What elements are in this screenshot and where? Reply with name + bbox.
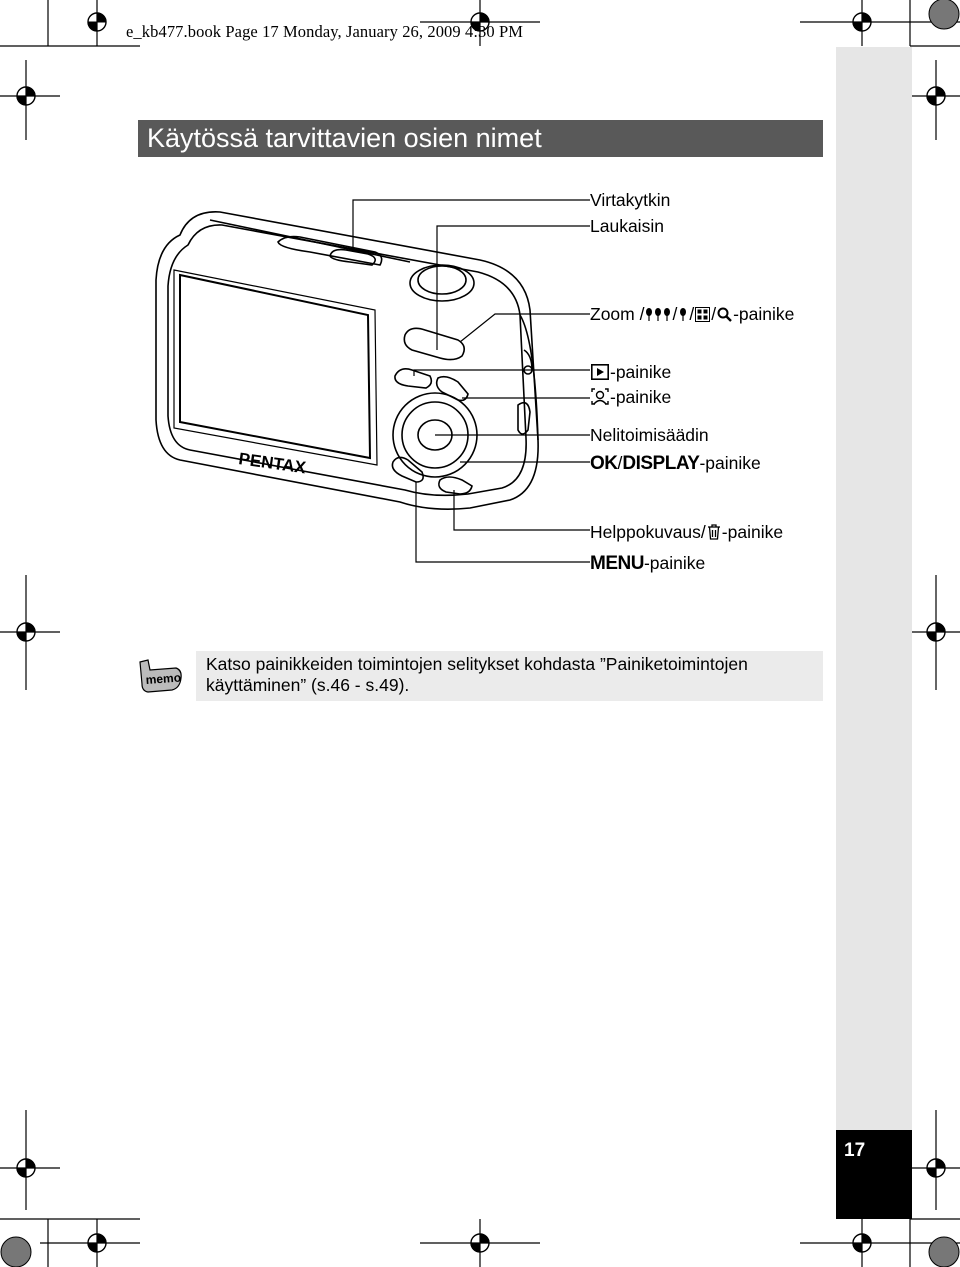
thumbnail-icon bbox=[695, 307, 711, 322]
page-number: 17 bbox=[844, 1140, 866, 1161]
magnify-icon bbox=[717, 307, 732, 322]
label-face-recognition: -painike bbox=[590, 387, 671, 408]
svg-text:memo: memo bbox=[145, 671, 181, 687]
memo-box: Katso painikkeiden toimintojen selitykse… bbox=[196, 651, 823, 701]
section-title: Käytössä tarvittavien osien nimet bbox=[147, 123, 542, 153]
playback-icon bbox=[591, 364, 609, 380]
memo-icon: memo bbox=[139, 659, 182, 693]
label-green-trash: Helppokuvaus/-painike bbox=[590, 522, 784, 542]
memo-text: Katso painikkeiden toimintojen selitykse… bbox=[206, 654, 748, 695]
file-info-header: e_kb477.book Page 17 Monday, January 26,… bbox=[126, 22, 523, 41]
label-power-switch: Virtakytkin bbox=[590, 190, 671, 210]
zoom-suffix: -painike bbox=[733, 304, 795, 324]
label-zoom: Zoom ////-painike bbox=[590, 304, 795, 324]
label-playback: -painike bbox=[590, 362, 671, 383]
ok-word: OK bbox=[590, 453, 618, 474]
menu-word: MENU bbox=[590, 553, 644, 574]
label-shutter: Laukaisin bbox=[590, 216, 664, 236]
face-recognition-icon bbox=[591, 388, 609, 405]
tele-zoom-icon bbox=[646, 308, 671, 321]
wide-zoom-icon bbox=[680, 308, 687, 321]
page-number-box: 17 bbox=[836, 1130, 912, 1219]
trash-icon bbox=[707, 524, 720, 540]
display-word: DISPLAY bbox=[622, 453, 700, 474]
section-title-bar: Käytössä tarvittavien osien nimet bbox=[138, 120, 823, 157]
camera-illustration: PENTAX bbox=[155, 199, 590, 563]
zoom-prefix: Zoom / bbox=[590, 304, 645, 324]
label-ok-display: OK/DISPLAY-painike bbox=[590, 453, 761, 474]
label-four-way-controller: Nelitoimisäädin bbox=[590, 425, 709, 445]
label-menu: MENU-painike bbox=[590, 553, 706, 574]
thumb-index-bar bbox=[836, 47, 912, 1219]
